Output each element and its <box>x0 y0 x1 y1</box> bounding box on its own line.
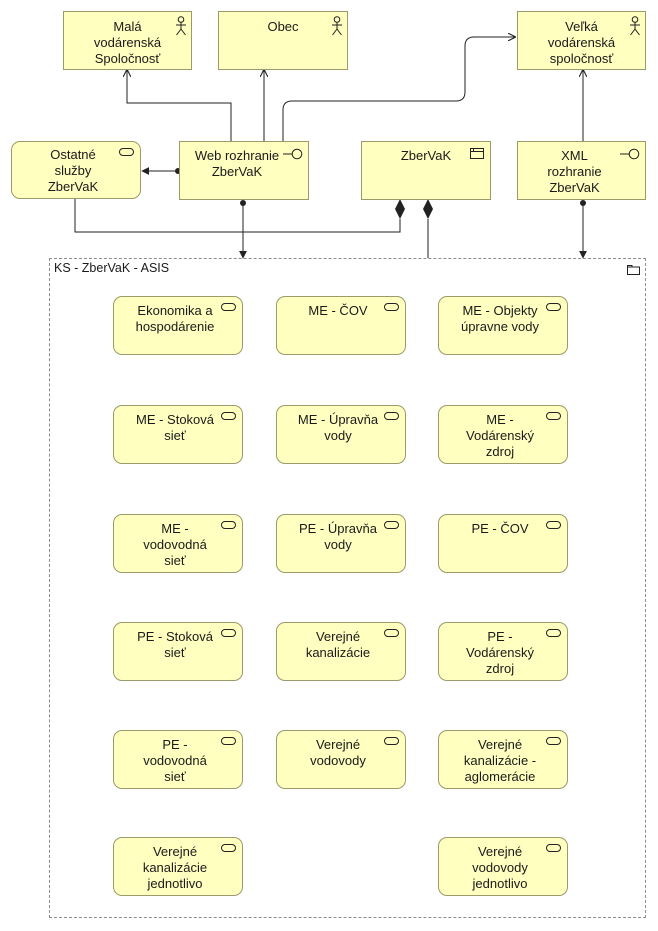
actor-mala-label: Malá vodárenská Spoločnosť <box>93 19 162 66</box>
service-item-label: ME - Stoková sieť <box>135 412 215 443</box>
service-item-label: ME - ČOV <box>308 303 368 318</box>
service-item-label: PE - ČOV <box>471 521 529 536</box>
service-item[interactable]: PE - Úpravňa vody <box>276 514 406 573</box>
application-icon <box>470 148 484 159</box>
service-item-label: PE - vodovodná sieť <box>143 737 207 784</box>
service-item[interactable]: Ekonomika a hospodárenie <box>113 296 243 355</box>
service-item[interactable]: ME - vodovodná sieť <box>113 514 243 573</box>
actor-icon <box>332 16 342 36</box>
service-item-label: ME - Úpravňa vody <box>297 412 379 443</box>
component-zbervak-label: ZberVaK <box>400 148 452 163</box>
group-title: KS - ZberVaK - ASIS <box>54 261 170 275</box>
service-item[interactable]: PE - Vodárenský zdroj <box>438 622 568 681</box>
service-item-label: Verejné vodovody jednotlivo <box>472 844 528 891</box>
group-ks-zbervak-asis[interactable]: KS - ZberVaK - ASIS <box>49 258 646 918</box>
line-zbervak-to-ostatne <box>74 199 401 233</box>
interface-web-label: Web rozhranie ZberVaK <box>194 148 280 179</box>
service-icon <box>546 629 561 637</box>
service-item[interactable]: Verejné vodovody jednotlivo <box>438 837 568 896</box>
service-icon <box>546 303 561 311</box>
interface-icon <box>620 148 640 160</box>
service-item[interactable]: ME - Úpravňa vody <box>276 405 406 464</box>
diamond-zbervak-ostatne <box>395 199 405 219</box>
diamond-zbervak-group <box>423 199 433 219</box>
service-item[interactable]: Verejné kanalizácie jednotlivo <box>113 837 243 896</box>
service-item[interactable]: PE - vodovodná sieť <box>113 730 243 789</box>
service-icon <box>221 629 236 637</box>
dot-web-bottom <box>240 200 246 206</box>
service-icon <box>221 844 236 852</box>
actor-velka-label: Veľká vodárenská spoločnosť <box>547 19 616 66</box>
service-item-label: ME - Vodárenský zdroj <box>466 412 534 459</box>
service-item-label: PE - Úpravňa vody <box>298 521 378 552</box>
interface-icon <box>283 148 303 160</box>
service-icon <box>384 521 399 529</box>
service-item-label: Verejné kanalizácie <box>305 629 371 660</box>
interface-xml-label: XML rozhranie ZberVaK <box>547 148 602 195</box>
service-icon <box>384 737 399 745</box>
service-icon <box>221 412 236 420</box>
service-item-label: Verejné vodovody <box>310 737 366 768</box>
line-web-to-velka <box>282 37 515 141</box>
service-item-label: Ekonomika a hospodárenie <box>135 303 215 334</box>
service-item[interactable]: PE - ČOV <box>438 514 568 573</box>
service-item[interactable]: Verejné kanalizácie <box>276 622 406 681</box>
service-item[interactable]: ME - Objekty úpravne vody <box>438 296 568 355</box>
service-item[interactable]: ME - Vodárenský zdroj <box>438 405 568 464</box>
service-item-label: ME - vodovodná sieť <box>143 521 207 568</box>
service-ostatne-label: Ostatné služby ZberVaK <box>47 147 99 194</box>
component-zbervak[interactable]: ZberVaK <box>361 141 491 200</box>
service-icon <box>221 737 236 745</box>
actor-obec[interactable]: Obec <box>218 11 348 70</box>
service-icon <box>221 303 236 311</box>
service-icon <box>384 412 399 420</box>
service-item[interactable]: Verejné kanalizácie - aglomerácie <box>438 730 568 789</box>
service-item-label: Verejné kanalizácie jednotlivo <box>142 844 208 891</box>
service-icon <box>546 412 561 420</box>
folder-icon <box>627 265 640 275</box>
service-item-label: PE - Vodárenský zdroj <box>466 629 534 676</box>
service-item-label: PE - Stoková sieť <box>137 629 213 660</box>
line-web-to-mala <box>127 70 232 141</box>
interface-web-rozhranie[interactable]: Web rozhranie ZberVaK <box>179 141 309 200</box>
actor-velka-vodarenska[interactable]: Veľká vodárenská spoločnosť <box>517 11 646 70</box>
actor-icon <box>176 16 186 36</box>
service-item[interactable]: ME - ČOV <box>276 296 406 355</box>
actor-obec-label: Obec <box>267 19 299 34</box>
service-icon <box>546 521 561 529</box>
service-icon <box>546 844 561 852</box>
service-item[interactable]: PE - Stoková sieť <box>113 622 243 681</box>
actor-mala-vodarenska[interactable]: Malá vodárenská Spoločnosť <box>63 11 192 70</box>
dot-xml-bottom <box>580 200 586 206</box>
service-item[interactable]: Verejné vodovody <box>276 730 406 789</box>
service-icon <box>384 629 399 637</box>
service-item-label: ME - Objekty úpravne vody <box>460 303 540 334</box>
service-item-label: Verejné kanalizácie - aglomerácie <box>463 737 537 784</box>
service-icon <box>221 521 236 529</box>
service-icon <box>119 148 134 156</box>
service-icon <box>546 737 561 745</box>
service-ostatne-sluzby[interactable]: Ostatné služby ZberVaK <box>11 141 141 199</box>
service-item[interactable]: ME - Stoková sieť <box>113 405 243 464</box>
actor-icon <box>630 16 640 36</box>
service-icon <box>384 303 399 311</box>
interface-xml-rozhranie[interactable]: XML rozhranie ZberVaK <box>517 141 646 200</box>
